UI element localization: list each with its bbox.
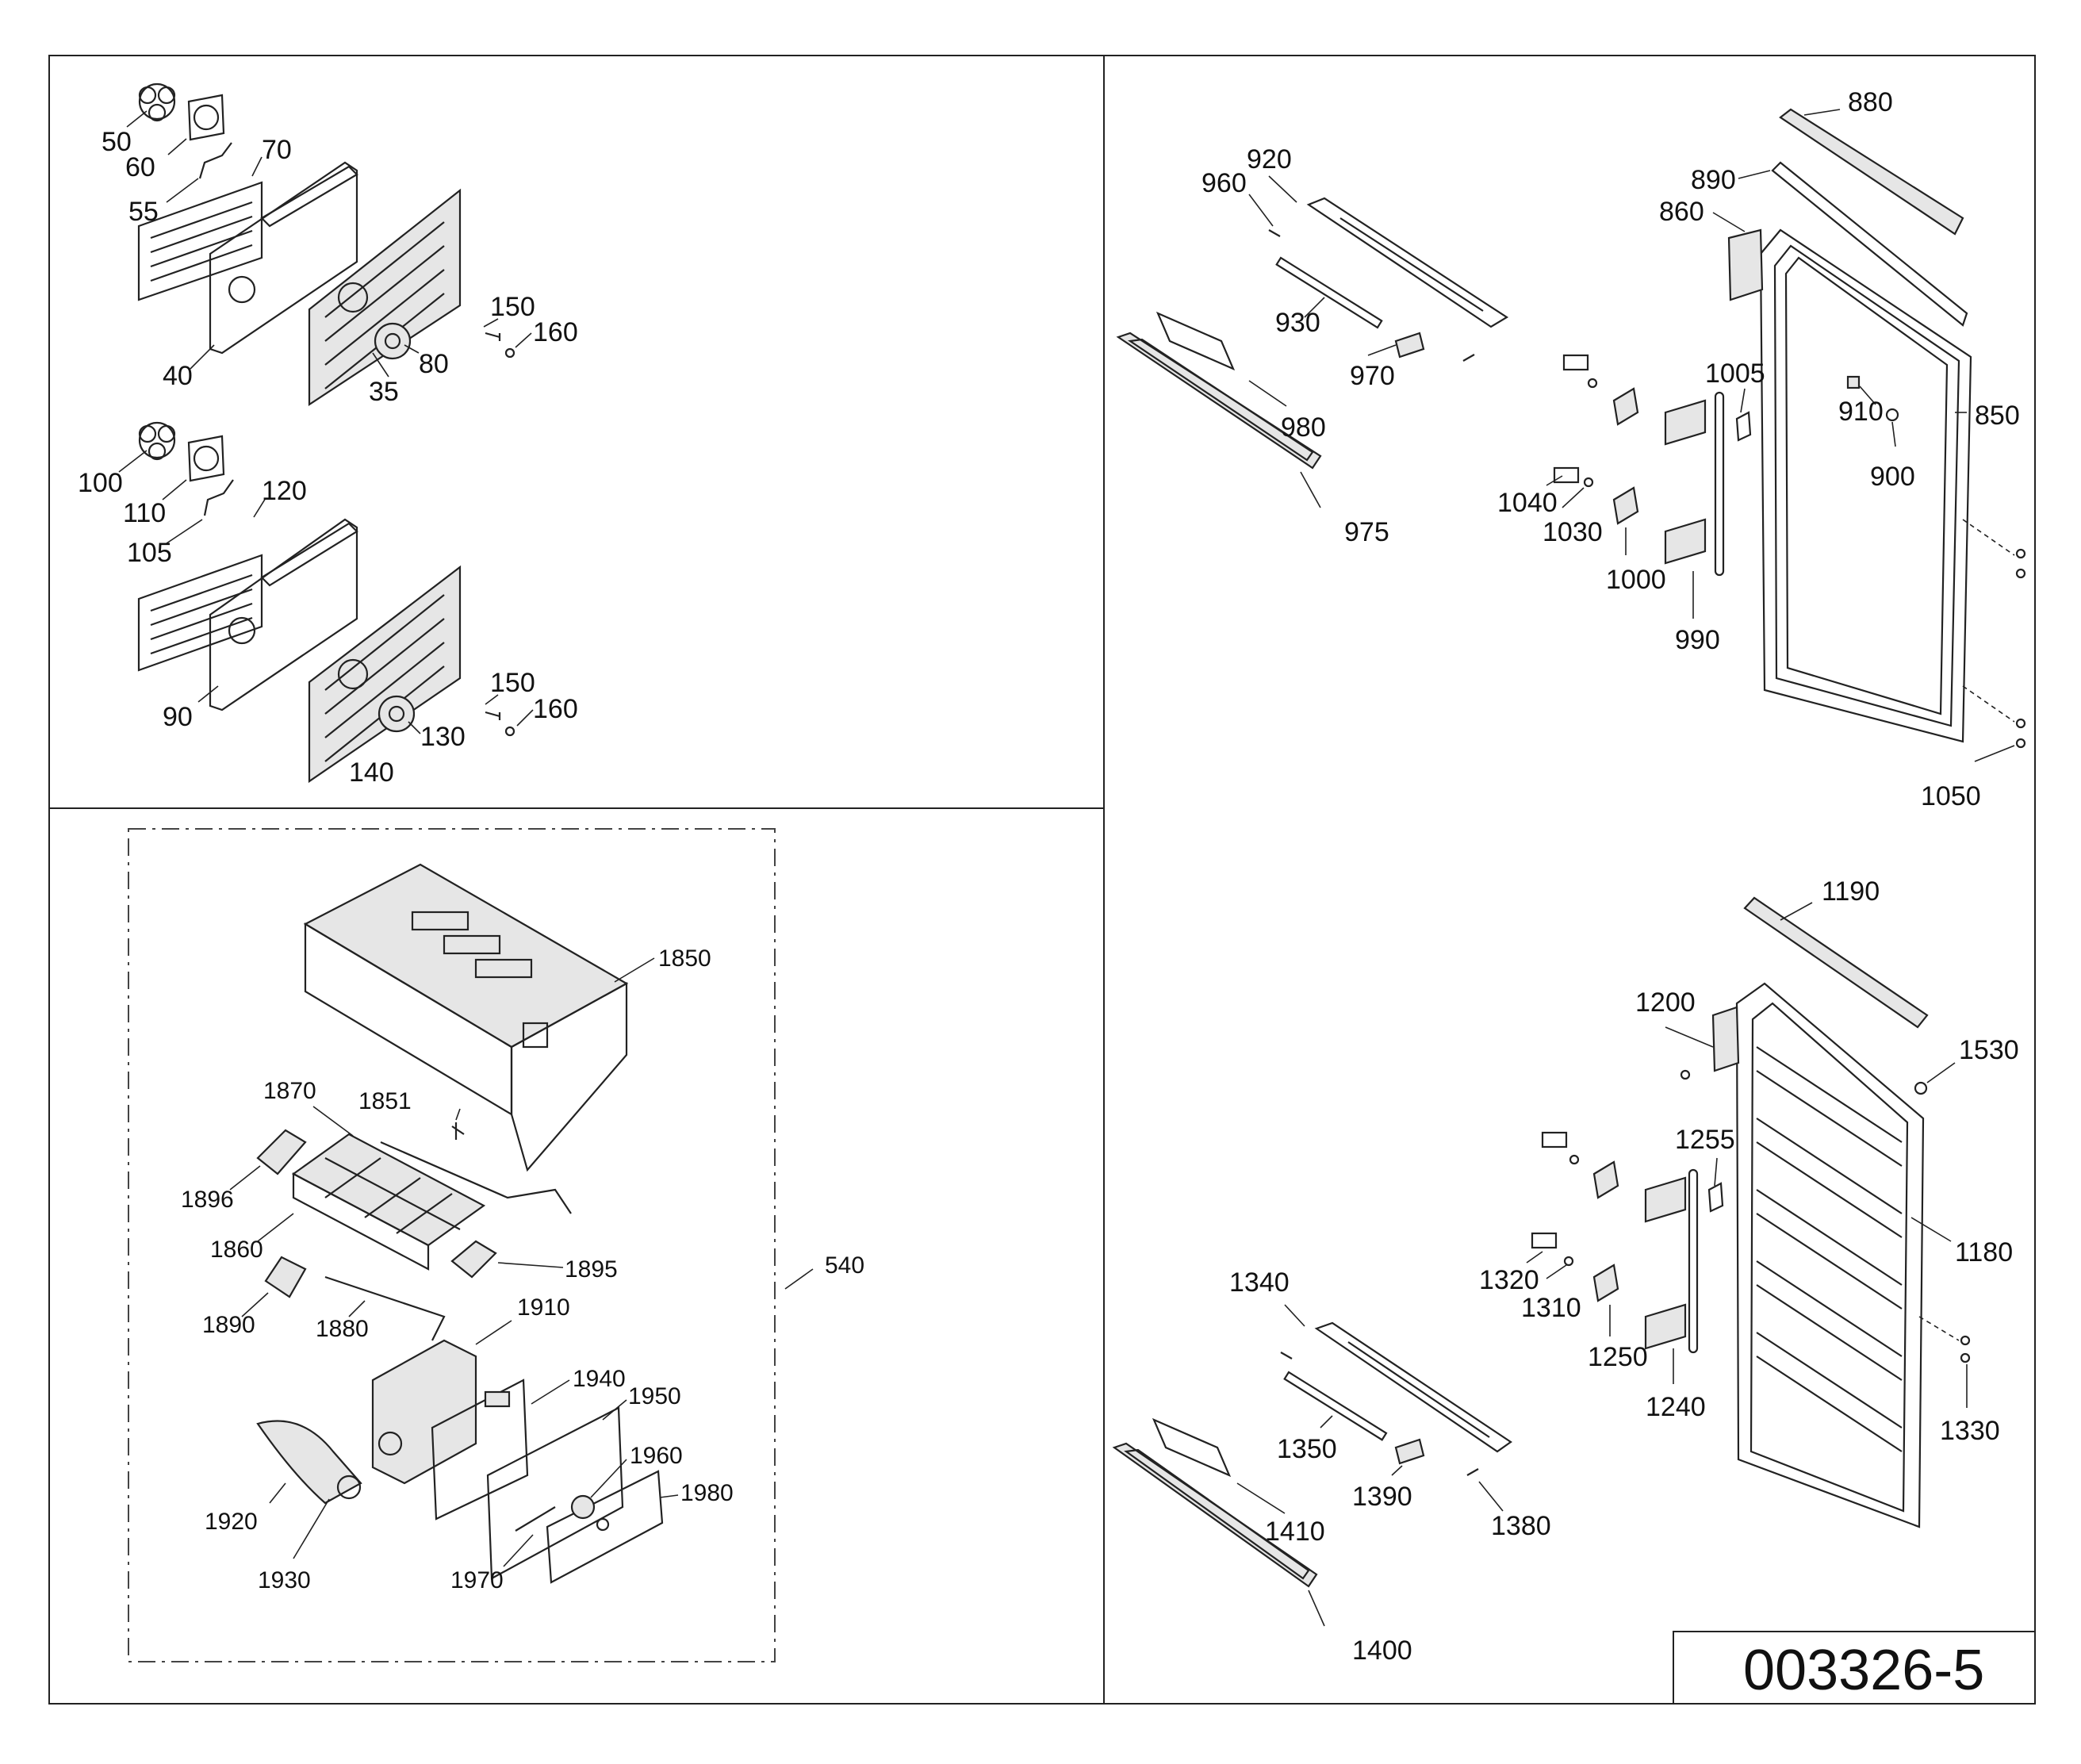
label-1910: 1910 [517, 1294, 570, 1321]
label-1960: 1960 [630, 1443, 683, 1469]
label-960: 960 [1201, 168, 1247, 198]
label-1330: 1330 [1940, 1416, 2000, 1446]
label-980: 980 [1281, 412, 1326, 443]
label-120: 120 [262, 476, 307, 506]
label-80: 80 [419, 349, 449, 379]
label-540: 540 [825, 1252, 864, 1279]
label-1200: 1200 [1635, 987, 1696, 1018]
label-40: 40 [163, 361, 193, 391]
label-55: 55 [128, 197, 159, 227]
label-35: 35 [369, 377, 399, 407]
label-100: 100 [78, 468, 123, 498]
label-1880: 1880 [316, 1316, 369, 1342]
label-1410: 1410 [1265, 1517, 1325, 1547]
lower-door-assembly: 1190 1200 1530 1255 1180 1340 1320 1310 … [1112, 876, 2019, 1666]
label-160-upper: 160 [533, 317, 578, 347]
label-860: 860 [1659, 197, 1704, 227]
label-50: 50 [102, 127, 132, 157]
label-970: 970 [1350, 361, 1395, 391]
label-1005: 1005 [1705, 359, 1765, 389]
label-1870: 1870 [263, 1078, 316, 1104]
label-1050: 1050 [1921, 781, 1981, 811]
label-1940: 1940 [573, 1366, 626, 1392]
label-110: 110 [123, 498, 166, 528]
label-1180: 1180 [1955, 1237, 2013, 1267]
label-900: 900 [1870, 462, 1915, 492]
label-1980: 1980 [680, 1480, 734, 1506]
drawing-code-box [1673, 1631, 2036, 1705]
label-1970: 1970 [450, 1567, 504, 1593]
label-1930: 1930 [258, 1567, 311, 1593]
label-1896: 1896 [181, 1187, 234, 1213]
label-910: 910 [1838, 397, 1884, 427]
label-930: 930 [1275, 308, 1320, 338]
label-150-upper: 150 [490, 292, 535, 322]
label-1390: 1390 [1352, 1482, 1412, 1512]
label-90: 90 [163, 702, 193, 732]
label-990: 990 [1675, 625, 1720, 655]
label-890: 890 [1691, 165, 1736, 195]
fan-assembly-lower: 100 110 120 105 90 140 130 150 160 [78, 421, 578, 788]
ice-maker-assembly: 1850 1870 1851 1896 1860 1895 1890 1880 … [128, 828, 864, 1662]
label-850: 850 [1975, 401, 2020, 431]
label-1400: 1400 [1352, 1636, 1412, 1666]
label-130: 130 [420, 722, 466, 752]
label-1920: 1920 [205, 1509, 258, 1535]
label-1851: 1851 [358, 1088, 412, 1114]
label-1850: 1850 [658, 945, 711, 972]
fan-assembly-upper: 50 60 70 55 40 35 80 150 160 [102, 82, 578, 407]
label-140: 140 [349, 757, 394, 788]
label-920: 920 [1247, 144, 1292, 174]
label-880: 880 [1848, 87, 1893, 117]
label-1240: 1240 [1646, 1392, 1706, 1422]
label-1190: 1190 [1822, 876, 1880, 907]
label-1380: 1380 [1491, 1511, 1551, 1541]
label-1895: 1895 [565, 1256, 618, 1283]
label-1350: 1350 [1277, 1434, 1337, 1464]
label-975: 975 [1344, 517, 1389, 547]
label-1040: 1040 [1497, 488, 1558, 518]
label-1320: 1320 [1479, 1265, 1539, 1295]
label-1890: 1890 [202, 1312, 255, 1338]
label-1950: 1950 [628, 1383, 681, 1409]
label-60: 60 [125, 152, 155, 182]
label-1860: 1860 [210, 1237, 263, 1263]
label-1340: 1340 [1229, 1267, 1290, 1298]
label-1000: 1000 [1606, 565, 1666, 595]
label-105: 105 [127, 538, 172, 568]
label-1530: 1530 [1959, 1035, 2019, 1065]
label-1310: 1310 [1521, 1293, 1581, 1323]
label-1030: 1030 [1543, 517, 1603, 547]
label-70: 70 [262, 135, 292, 165]
drawing-code: 003326-5 [1743, 1639, 1984, 1702]
label-1250: 1250 [1588, 1342, 1648, 1372]
upper-door-assembly: 880 890 860 920 960 930 970 980 975 1005… [1116, 87, 2026, 811]
label-150-lower: 150 [490, 668, 535, 698]
label-1255: 1255 [1675, 1125, 1735, 1155]
label-160-lower: 160 [533, 694, 578, 724]
panel-frames: 003326-5 [48, 55, 2036, 1705]
